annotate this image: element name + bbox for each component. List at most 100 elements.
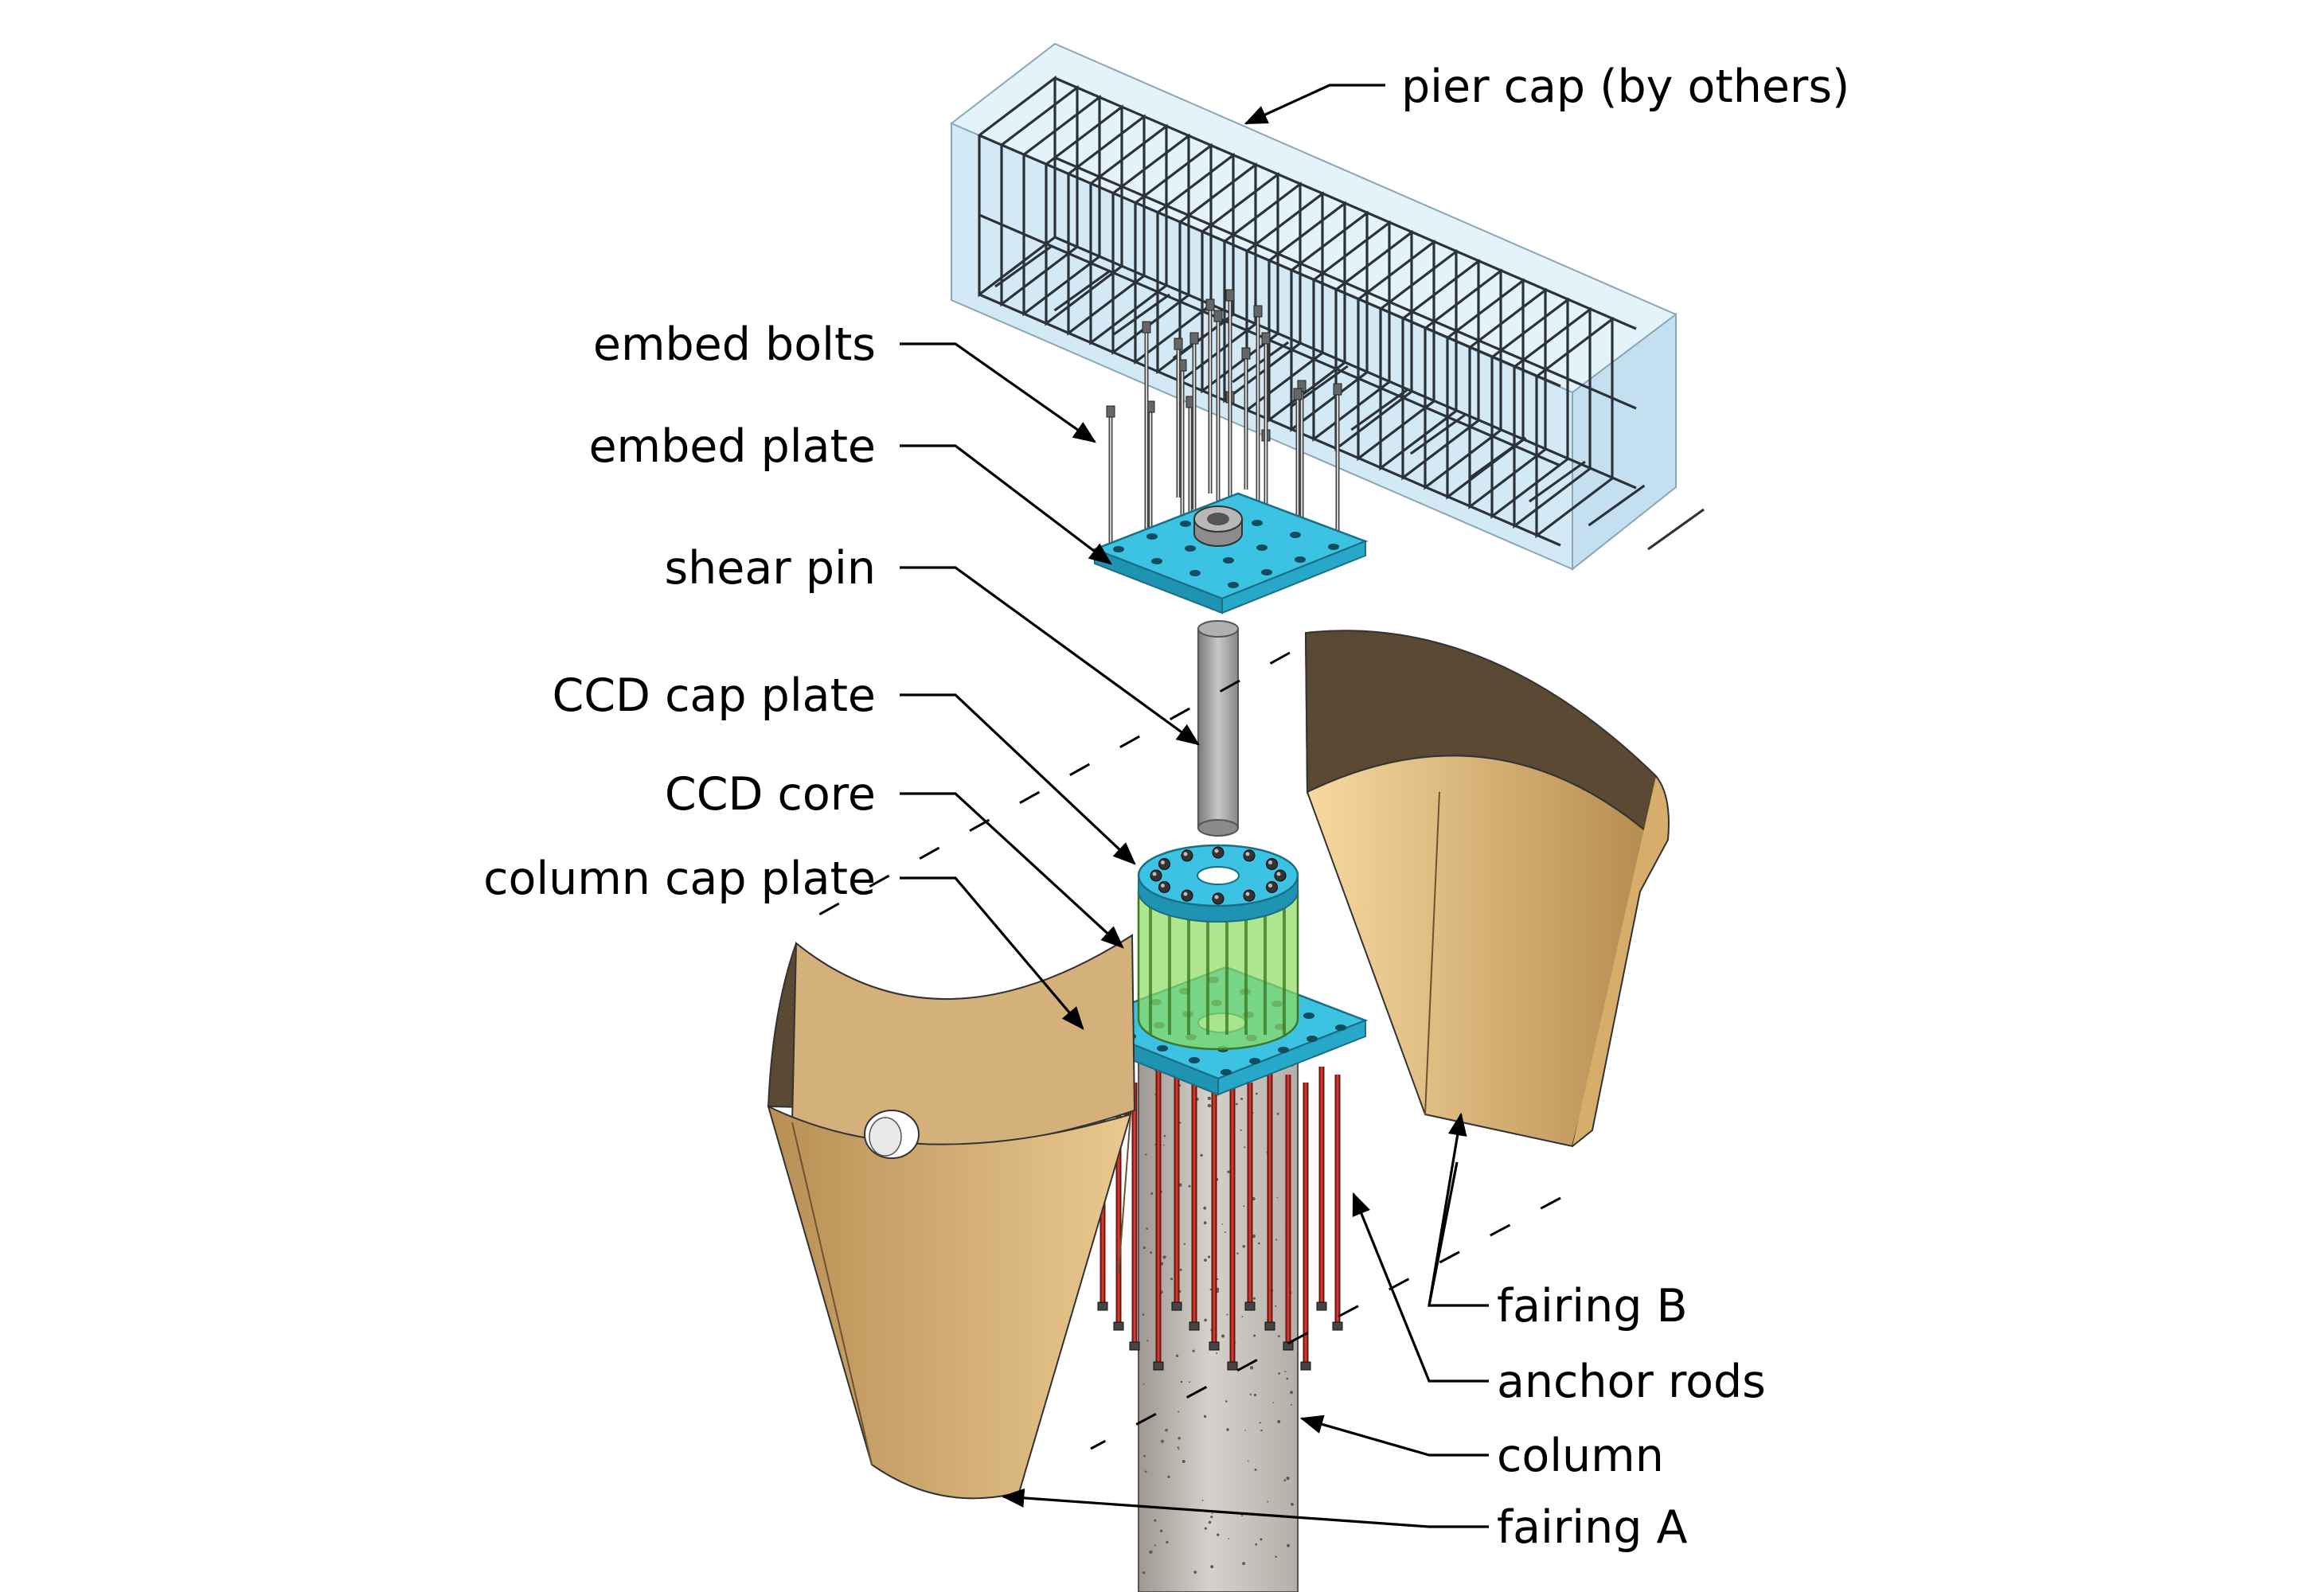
embed-plate bbox=[1092, 492, 1369, 615]
leader-lines bbox=[900, 84, 1489, 1528]
embed-plate-hole bbox=[1328, 544, 1339, 550]
ccd-cap-bolt bbox=[1212, 892, 1224, 905]
rebar-tie bbox=[1469, 436, 1527, 479]
embed-plate-hole bbox=[1185, 545, 1196, 552]
ccd-cap-bolt bbox=[1243, 889, 1256, 902]
embed-plate-hole bbox=[1151, 558, 1162, 564]
leader-ccd-cap-plate bbox=[900, 693, 1136, 865]
leader-fairing-a bbox=[1001, 1488, 1489, 1528]
label-ccd-core: CCD core bbox=[665, 768, 876, 821]
embed-bolt-nut bbox=[1174, 338, 1183, 350]
embed-bolt-nut bbox=[1333, 383, 1342, 396]
leader-anchor-rods bbox=[1352, 1192, 1489, 1383]
rebar-longitudinal bbox=[978, 134, 1561, 388]
column-cap-plate-hole bbox=[1335, 1024, 1346, 1031]
ccd-cap-bolt bbox=[1181, 889, 1193, 902]
rebar-tie bbox=[1409, 412, 1467, 455]
fairing-a bbox=[767, 934, 1136, 1500]
anchor-rod-nut bbox=[1171, 1301, 1182, 1311]
label-embed-plate: embed plate bbox=[588, 420, 876, 473]
leader-column-cap-plate bbox=[900, 876, 1084, 1030]
anchor-rod-nut bbox=[1113, 1321, 1124, 1331]
anchor-rod-nut bbox=[1316, 1301, 1327, 1311]
ccd-cap-bolt bbox=[1181, 849, 1193, 862]
embed-bolts bbox=[1106, 289, 1342, 586]
anchor-rod-nut bbox=[1300, 1361, 1311, 1371]
shear-pin bbox=[1197, 620, 1239, 837]
ccd-cap-bolt bbox=[1212, 846, 1224, 859]
label-pier-cap: pier cap (by others) bbox=[1401, 60, 1849, 113]
anchor-rod-nut bbox=[1244, 1301, 1256, 1311]
embed-plate-hole bbox=[1228, 582, 1239, 588]
anchor-rod-nut bbox=[1264, 1321, 1275, 1331]
label-column: column bbox=[1497, 1430, 1664, 1482]
rebar-tie bbox=[994, 245, 1052, 288]
rebar-longitudinal bbox=[1054, 76, 1637, 330]
column-cap-plate-hole bbox=[1303, 1013, 1314, 1019]
rebar-tie bbox=[1113, 293, 1171, 336]
rebar-tie bbox=[1232, 341, 1290, 384]
leader-column bbox=[1299, 1414, 1489, 1457]
anchor-rod-nut bbox=[1332, 1321, 1343, 1331]
label-embed-bolts: embed bolts bbox=[593, 318, 876, 371]
leader-pier-cap bbox=[1244, 84, 1385, 125]
ccd-cap-bolt bbox=[1150, 869, 1162, 882]
column-cap-plate-hole bbox=[1278, 1047, 1289, 1053]
anchor-rod-nut bbox=[1153, 1361, 1164, 1371]
ccd-core bbox=[1137, 890, 1299, 1051]
assembly-dashed-lines bbox=[795, 651, 1561, 1450]
leader-embed-bolts bbox=[900, 342, 1096, 443]
rebar-tie bbox=[1528, 460, 1586, 503]
anchor-rod-nut bbox=[1129, 1341, 1140, 1351]
embed-bolt-nut bbox=[1225, 289, 1235, 302]
rebar-tie bbox=[1647, 508, 1705, 551]
rebar-longitudinal bbox=[1054, 236, 1637, 490]
label-ccd-cap-plate: CCD cap plate bbox=[552, 669, 876, 722]
leader-embed-plate bbox=[900, 444, 1112, 565]
leader-ccd-core bbox=[900, 792, 1124, 949]
pier-cap-rebar bbox=[978, 75, 1705, 551]
ccd-cap-plate bbox=[1137, 844, 1299, 923]
embed-plate-hole bbox=[1295, 556, 1306, 563]
label-fairing-b: fairing B bbox=[1497, 1280, 1688, 1333]
pier-cap bbox=[950, 42, 1705, 572]
ccd-cap-bolt bbox=[1266, 858, 1279, 870]
anchor-rod-nut bbox=[1209, 1341, 1220, 1351]
ccd-cap-bolt bbox=[1158, 858, 1170, 870]
rebar-tie bbox=[1350, 388, 1408, 431]
embed-plate-hole bbox=[1290, 532, 1301, 538]
embed-bolt-nut bbox=[1189, 332, 1199, 345]
column-cap-plate-hole bbox=[1249, 1058, 1260, 1064]
rebar-tie bbox=[1053, 269, 1111, 312]
embed-plate-hole bbox=[1146, 533, 1158, 540]
embed-plate-hole bbox=[1189, 570, 1201, 576]
ccd-cap-bolt bbox=[1266, 881, 1279, 893]
rebar-tie bbox=[1588, 484, 1646, 527]
embed-bolt-nut bbox=[1205, 298, 1215, 311]
leader-fairing-b-2 bbox=[1428, 1161, 1459, 1306]
ccd-cap-bolt bbox=[1274, 869, 1287, 882]
column-cap-plate-hole bbox=[1189, 1057, 1200, 1063]
rebar-longitudinal bbox=[1054, 156, 1637, 410]
anchor-rod-nut bbox=[1189, 1321, 1200, 1331]
column-cap-plate-hole bbox=[1307, 1036, 1318, 1042]
ccd-cap-bolt bbox=[1243, 849, 1256, 862]
leader-shear-pin bbox=[900, 566, 1200, 746]
anchor-rod-nut bbox=[1227, 1361, 1238, 1371]
fairing-b bbox=[1304, 630, 1670, 1148]
column-cap-plate-hole bbox=[1157, 1045, 1168, 1052]
rebar-longitudinal bbox=[978, 293, 1561, 547]
embed-bolt-nut bbox=[1261, 332, 1271, 345]
embed-bolt-nut bbox=[1213, 310, 1223, 322]
embed-bolt-nut bbox=[1293, 388, 1303, 400]
embed-plate-hole bbox=[1113, 546, 1124, 552]
label-fairing-a: fairing A bbox=[1497, 1501, 1688, 1554]
label-shear-pin: shear pin bbox=[664, 542, 876, 595]
labels: pier cap (by others) embed bolts embed p… bbox=[483, 60, 1849, 1554]
label-column-cap-plate: column cap plate bbox=[483, 853, 876, 905]
anchor-rod-nut bbox=[1097, 1301, 1108, 1311]
embed-bolt-nut bbox=[1142, 321, 1151, 334]
embed-bolt-nut bbox=[1106, 405, 1115, 418]
label-anchor-rods: anchor rods bbox=[1497, 1356, 1766, 1408]
